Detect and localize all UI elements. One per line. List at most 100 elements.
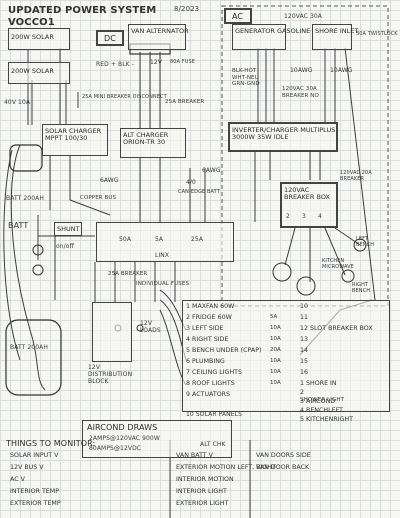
solar-panel-2: 200W SOLAR: [8, 62, 70, 84]
solar-panel-1: 200W SOLAR: [8, 28, 70, 50]
shore-item-4: 4 BENCHLEFT: [300, 407, 343, 414]
dc-label: DC: [104, 34, 116, 43]
aircond-title: AIRCOND DRAWS: [87, 423, 158, 432]
shunt-box: SHUNT: [54, 222, 82, 236]
load-right-item-1: 10: [300, 303, 309, 310]
circuit-2: 2: [286, 213, 290, 220]
left-bench-label: LEFT BENCH: [356, 236, 375, 248]
generator-label: GENERATOR GASOLINE: [235, 27, 311, 35]
fuse-amp-1: 5A: [270, 314, 278, 320]
ac-breaker-label: 120VAC 20A BREAKER: [340, 170, 372, 182]
circuit-3: 3: [302, 213, 306, 220]
alternator-note: RED + BLK -: [96, 61, 134, 68]
monitor-title: THINGS TO MONITOR:: [6, 439, 96, 448]
title-date: 8/2023: [174, 5, 200, 13]
inverter-charger-label: INVERTER/CHARGER MULTIPLUS 3000W 35W IDL…: [232, 126, 336, 142]
alt-breaker-label: 25A BREAKER: [165, 99, 205, 105]
solar-volts-label: 40V 10A: [4, 99, 31, 106]
outlet-right: [341, 269, 355, 283]
circuit-4: 4: [318, 213, 322, 220]
copper-bus-label: COPPER BUS: [80, 195, 117, 201]
outlet-ac: [296, 276, 316, 296]
alt-charger-box: ALT CHARGER ORION-TR 30: [120, 128, 186, 158]
ac-marker: AC: [224, 8, 252, 24]
alt-12v-label: 12V: [150, 59, 163, 66]
shore-item-5: 5 KITCHENRIGHT: [300, 416, 353, 423]
shower-note: SHOWER LIGHT: [300, 397, 345, 403]
breaker-box-label: 120VAC BREAKER BOX: [284, 186, 330, 202]
fuse-amp-6: 10A: [270, 369, 281, 375]
batt2-label: BATT 200AH: [10, 344, 48, 351]
linx-5a: 5A: [155, 236, 164, 243]
alternator-label: VAN ALTERNATOR: [131, 27, 189, 35]
fuse-amp-4: 20A: [270, 347, 281, 353]
aircond-line2: 2AMPS@120VAC 900W: [89, 435, 160, 442]
load-right-item-4: 13: [300, 336, 309, 343]
shore-inlet-box: SHORE INLET: [312, 24, 358, 50]
monitor-col2-item-3: INTERIOR MOTION: [176, 476, 234, 483]
solar-panels-note: 10 SOLAR PANELS: [186, 411, 243, 418]
awg10-label-2: 10AWG: [330, 67, 353, 74]
awg6-label-1: 6AWG: [202, 167, 221, 174]
load-right-item-6: 15: [300, 358, 309, 365]
load-item-5: 5 BENCH UNDER (CPAP): [186, 347, 262, 354]
gen-ac-label: 120VAC 30A: [284, 13, 323, 20]
load-item-1: 1 MAXFAN 60W: [186, 303, 235, 310]
aircond-box: AIRCOND DRAWS 2AMPS@120VAC 900W 80AMPS@1…: [82, 420, 232, 458]
fuse-circle-2: [32, 264, 44, 276]
outlet-left-bench: [353, 238, 367, 252]
shore-note: 30A TWISTLOCK: [356, 31, 398, 37]
monitor-col1-item-3: AC V: [10, 476, 25, 483]
monitor-col1-item-4: INTERIOR TEMP: [10, 488, 60, 495]
monitor-col2-item-4: INTERIOR LIGHT: [176, 488, 227, 495]
wire-color-legend: BLK-HOT WHT-NEU GRN-GND: [232, 68, 260, 88]
load-right-item-2: 11: [300, 314, 309, 321]
awg6-label-2: 6AWG: [100, 177, 119, 184]
alternator-box: VAN ALTERNATOR: [128, 24, 189, 50]
awg10-label-1: 10AWG: [290, 67, 313, 74]
alt-chk-note: ALT CHK: [200, 441, 226, 448]
kitchen-micro-label: KITCHEN MICROWAVE: [322, 258, 354, 270]
monitor-col3-item-2: VAN DOOR BACK: [256, 464, 310, 471]
dc-marker: DC: [96, 30, 124, 46]
load-right-item-5: 14: [300, 347, 309, 354]
monitor-col1-item-1: SOLAR INPUT V: [10, 452, 59, 459]
breaker-box: 120VAC BREAKER BOX 2 3 4: [280, 182, 338, 228]
monitor-col3-item-1: VAN DOORS SIDE: [256, 452, 311, 459]
outlet-left: [272, 262, 292, 282]
linx-box: 50A 5A 25A LINX: [96, 222, 234, 262]
fuse-amp-7: 10A: [270, 380, 281, 386]
monitor-col2-item-2: EXTERIOR MOTION LEFT, RIGHT: [176, 464, 276, 471]
solar-breaker-label: 25A MINI BREAKER DISCONNECT: [82, 94, 167, 100]
load-right-item-7: 16: [300, 369, 309, 376]
gen-breaker-label: 120VAC 30A BREAKER NO: [282, 86, 319, 99]
linx-50a: 50A: [119, 236, 132, 243]
batt-label: BATT: [8, 221, 29, 230]
monitor-col2-item-5: EXTERIOR LIGHT: [176, 500, 229, 507]
ac-label: AC: [232, 12, 244, 21]
inverter-charger-box: INVERTER/CHARGER MULTIPLUS 3000W 35W IDL…: [228, 122, 338, 152]
alt-charger-label: ALT CHARGER ORION-TR 30: [123, 131, 169, 147]
shore-inlet-label: SHORE INLET: [315, 27, 359, 35]
dist-block-box: [92, 302, 132, 362]
individual-fuses-label: INDIVIDUAL FUSES: [136, 281, 190, 287]
load-item-4: 4 RIGHT SIDE: [186, 336, 229, 343]
shore-item-3: 3 AIRCOND: [300, 398, 336, 405]
shore-item-2: 2: [300, 389, 305, 396]
solar-charger-box: SOLAR CHARGER MPPT 100/30: [42, 124, 108, 156]
load-item-9: 9 ACTUATORS: [186, 391, 231, 398]
load-item-8: 8 ROOF LIGHTS: [186, 380, 235, 387]
linx-label: LINX: [155, 252, 170, 259]
fuse-circle-1: [32, 244, 44, 256]
battery-symbol-1: [9, 144, 43, 172]
load-item-3: 3 LEFT SIDE: [186, 325, 224, 332]
fuse-amp-2: 10A: [270, 325, 281, 331]
monitor-col1-item-2: 12V BUS V: [10, 464, 44, 471]
battery-2-outline: [5, 319, 62, 396]
fuse-amp-3: 10A: [270, 336, 281, 342]
linx-25a: 25A: [191, 236, 204, 243]
solar-panel-2-label: 200W SOLAR: [11, 67, 54, 75]
right-bench-label: RIGHT BENCH: [352, 282, 371, 294]
batt1-label: BATT 200AH: [6, 195, 44, 202]
